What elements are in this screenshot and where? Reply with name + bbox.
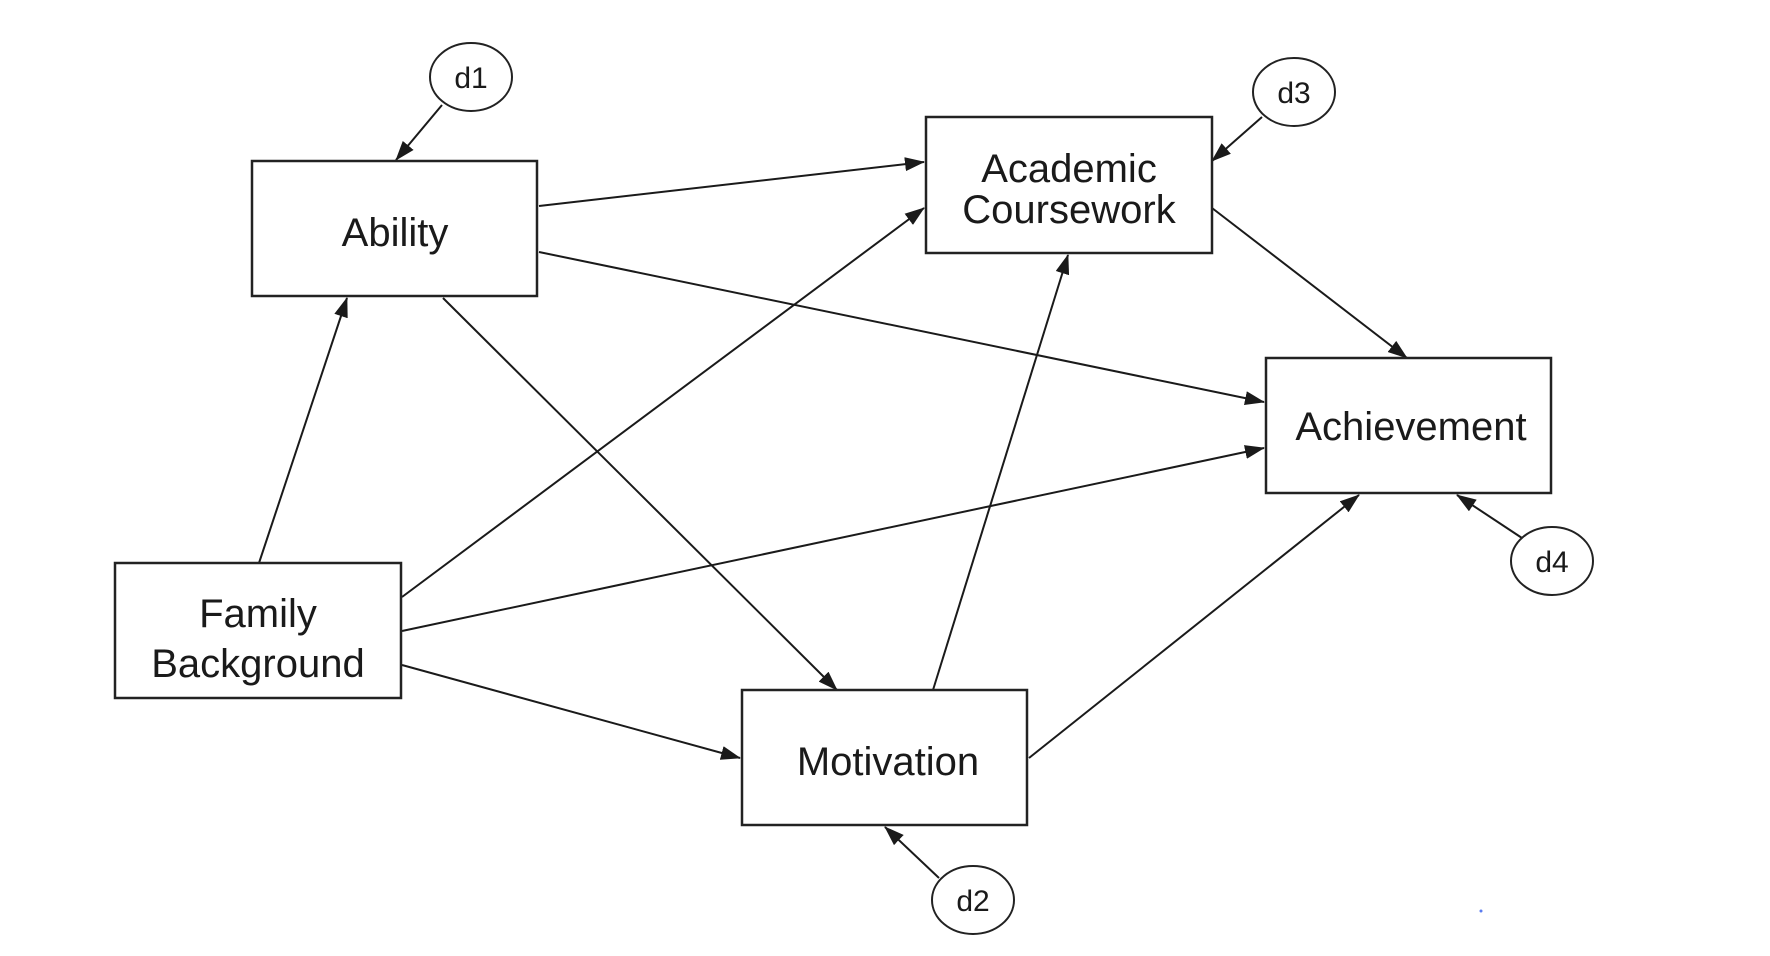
node-academic-coursework-label-line1: Academic [981, 147, 1157, 191]
edge-motivation-to-achievement [1028, 494, 1360, 759]
disturbance-d2: d2 [931, 865, 1015, 935]
node-achievement-box [1264, 356, 1553, 495]
disturbance-d1-label: d1 [454, 62, 487, 95]
edges [258, 104, 1526, 879]
disturbance-d4-label: d4 [1535, 546, 1568, 579]
node-family-background-label-line2: Background [151, 642, 364, 686]
node-ability-label: Ability [342, 211, 449, 255]
node-motivation-box [740, 688, 1029, 827]
node-family-background-box [113, 561, 403, 700]
node-achievement-label: Achievement [1295, 405, 1526, 449]
edge-family-to-achievement [401, 445, 1265, 632]
edge-family-to-ability [258, 297, 348, 564]
edge-ability-to-achievement [538, 251, 1265, 406]
stray-dot [1479, 909, 1483, 913]
disturbance-d3: d3 [1252, 57, 1336, 127]
edge-d2-to-motivation [884, 826, 940, 879]
edge-d3-to-academic [1211, 116, 1263, 162]
node-family-background: Family Background [113, 561, 403, 700]
disturbance-d4: d4 [1510, 526, 1594, 596]
disturbance-d1: d1 [429, 42, 513, 112]
node-achievement: Achievement [1264, 356, 1553, 495]
disturbance-d3-label: d3 [1277, 77, 1310, 110]
node-motivation-label: Motivation [797, 740, 979, 784]
node-academic-coursework: Academic Coursework [924, 115, 1214, 255]
edge-ability-to-academic [538, 157, 925, 207]
disturbance-d2-label: d2 [956, 885, 989, 918]
node-academic-coursework-box [924, 115, 1214, 255]
disturbance-d2-ellipse [931, 865, 1015, 935]
node-motivation: Motivation [740, 688, 1029, 827]
edge-academic-to-achievement [1211, 207, 1408, 359]
disturbance-d1-ellipse [429, 42, 513, 112]
node-ability: Ability [250, 159, 539, 298]
edge-ability-to-motivation [442, 297, 838, 691]
edge-d4-to-achievement [1456, 494, 1526, 541]
edge-d1-to-ability [395, 104, 443, 161]
disturbance-d3-ellipse [1252, 57, 1336, 127]
edge-family-to-motivation [401, 664, 741, 760]
node-ability-box [250, 159, 539, 298]
node-family-background-label-line1: Family [199, 592, 317, 636]
edge-family-to-academic [401, 207, 925, 598]
node-academic-coursework-label-line2: Coursework [962, 188, 1176, 232]
disturbance-d4-ellipse [1510, 526, 1594, 596]
edge-motivation-to-academic [932, 254, 1070, 691]
